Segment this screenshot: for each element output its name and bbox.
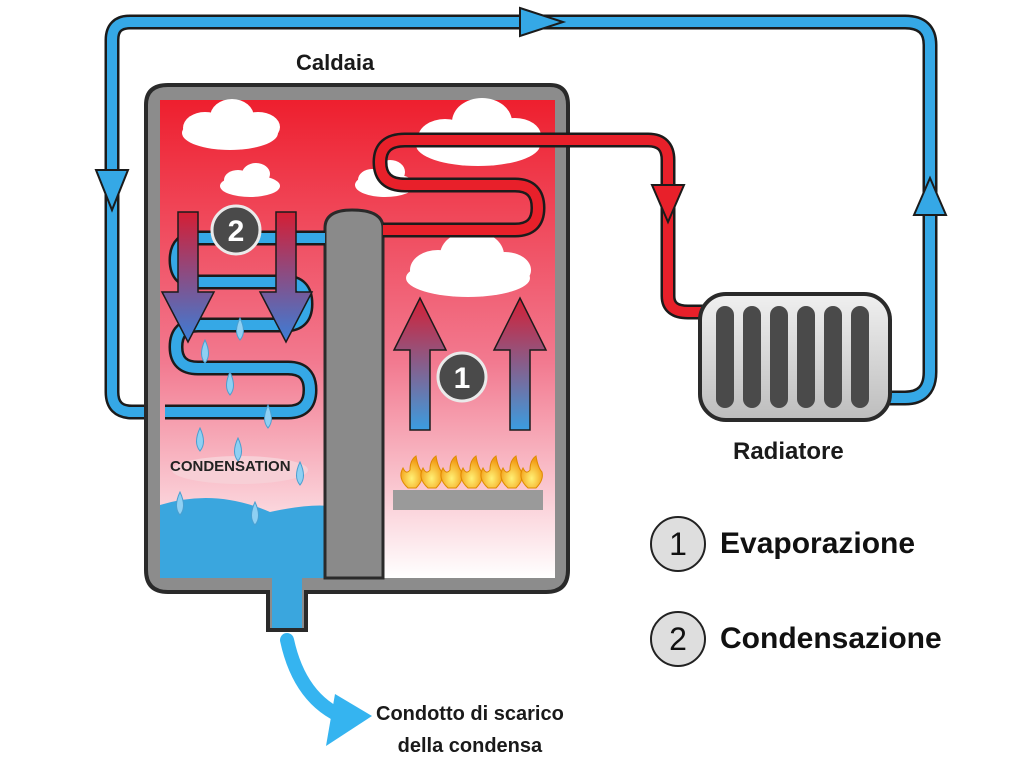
flame-icon	[400, 455, 543, 489]
svg-text:1: 1	[454, 362, 471, 395]
legend-label: Evaporazione	[720, 527, 916, 560]
legend-number: 1	[650, 516, 706, 572]
drain-outlet	[272, 578, 302, 628]
boiler-label: Caldaia	[296, 50, 375, 75]
drain-label: Condotto di scarico della condensa	[376, 698, 564, 762]
droplet	[226, 370, 234, 396]
cloud	[172, 456, 308, 484]
radiator-label: Radiatore	[733, 438, 844, 465]
burner-plate	[393, 490, 543, 510]
flow-arrow-down	[650, 184, 686, 225]
hot-coil	[372, 132, 546, 238]
droplet	[176, 490, 184, 516]
cold-return-pipe	[94, 6, 948, 420]
drain-arrow-icon	[280, 633, 372, 746]
flow-arrow-left	[519, 6, 567, 38]
upward-arrows	[392, 296, 548, 431]
arrow-down	[160, 211, 216, 344]
droplet	[251, 500, 259, 526]
droplet	[234, 436, 242, 462]
marker-condensation: 2	[210, 204, 262, 256]
legend-number: 2	[650, 611, 706, 667]
radiator-icon	[698, 292, 892, 422]
droplet	[201, 338, 209, 364]
droplet	[196, 426, 204, 452]
drain-label-line1: Condotto di scarico	[376, 703, 564, 725]
burner	[393, 455, 543, 510]
cloud	[220, 163, 280, 197]
arrow-down	[258, 211, 314, 344]
condensate-pool	[160, 497, 345, 578]
droplet	[264, 403, 272, 429]
hot-supply-pipe	[540, 132, 712, 320]
droplet	[296, 460, 304, 486]
flow-arrow-up	[912, 175, 948, 216]
arrow-up	[392, 296, 448, 431]
arrow-up	[492, 296, 548, 431]
legend-label: Condensazione	[720, 622, 942, 655]
central-divider	[323, 208, 385, 580]
flow-arrow-down	[94, 169, 130, 213]
boiler-shell	[144, 83, 570, 632]
condensate-droplets	[176, 316, 304, 526]
condensation-tag: CONDENSATION	[170, 458, 291, 475]
cloud	[406, 231, 531, 297]
downward-arrows	[160, 211, 314, 344]
legend-item-evaporation: 1 Evaporazione	[650, 516, 915, 572]
drain-label-line2: della condensa	[397, 735, 543, 757]
svg-text:2: 2	[228, 215, 245, 248]
marker-evaporation: 1	[436, 351, 488, 403]
droplet	[236, 316, 244, 341]
cloud	[182, 99, 280, 150]
legend-item-condensation: 2 Condensazione	[650, 611, 942, 667]
